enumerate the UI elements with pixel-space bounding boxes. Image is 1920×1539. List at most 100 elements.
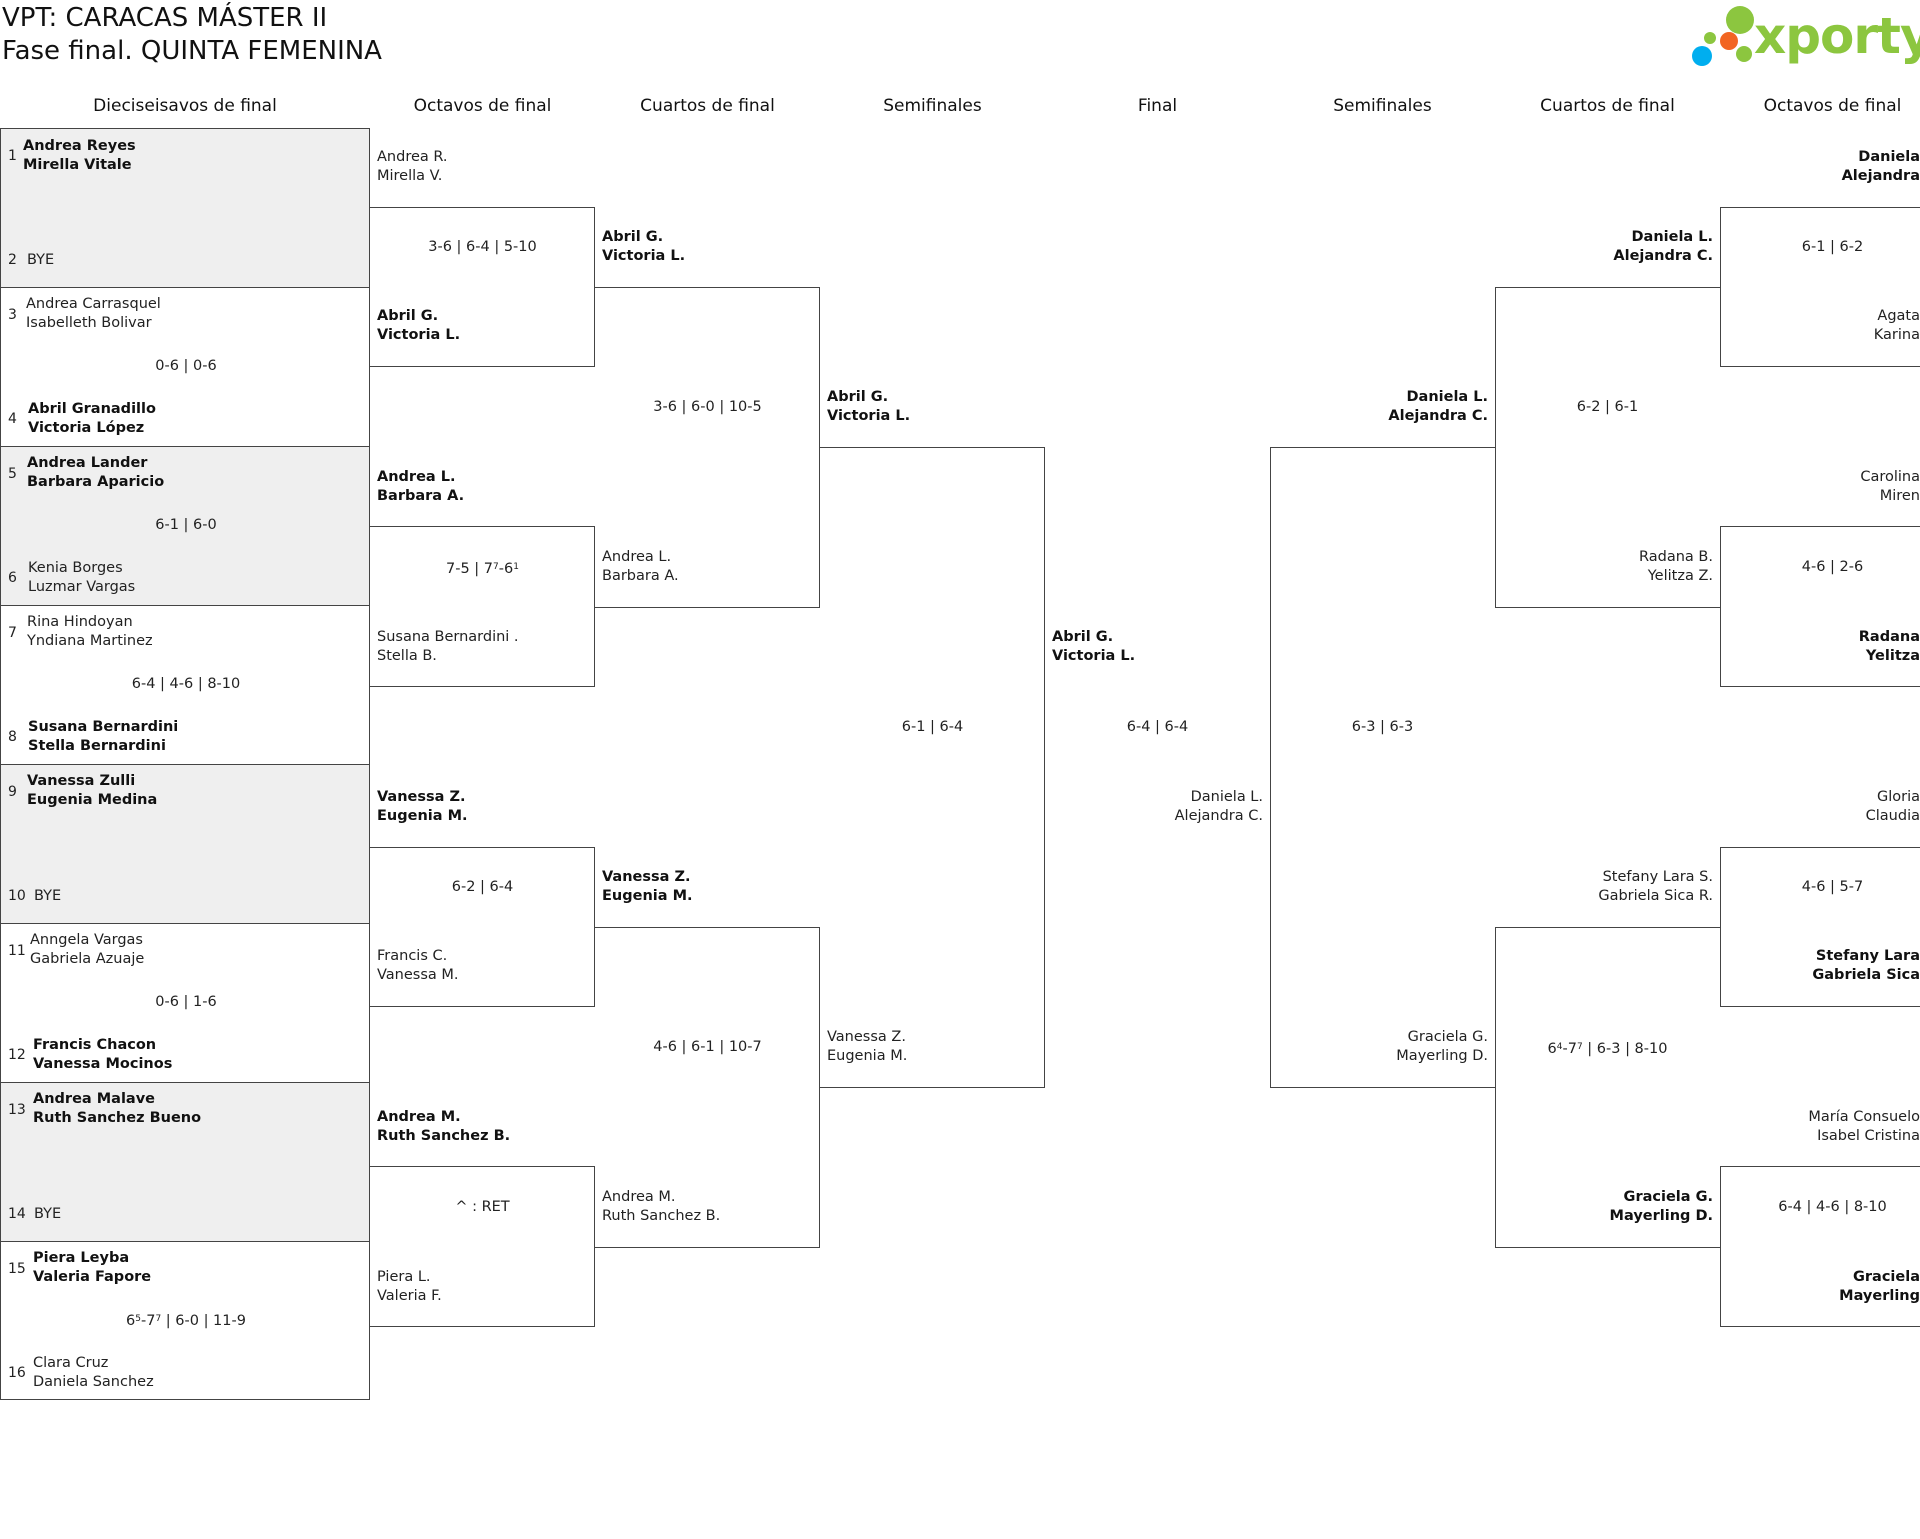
logo-dot-orange xyxy=(1720,32,1738,50)
sf-right-bracket-1 xyxy=(1270,447,1495,1088)
player-name: Carolina xyxy=(1860,469,1920,485)
r16-right-bracket-2 xyxy=(1720,526,1920,687)
player-name: Yndiana Martinez xyxy=(27,633,153,649)
col-header-qf: Cuartos de final xyxy=(640,96,775,116)
player-name: Rina Hindoyan xyxy=(27,614,133,630)
seed-number: 5 xyxy=(8,466,17,482)
match-score: 6-2 | 6-4 xyxy=(451,879,514,895)
r32-match-4: 7 Rina Hindoyan Yndiana Martinez 6-4 | 4… xyxy=(0,605,370,765)
player-name: Victoria L. xyxy=(827,408,911,424)
player-name: Barbara A. xyxy=(377,488,465,504)
player-name: Graciela xyxy=(1853,1269,1920,1285)
col-header-sf: Semifinales xyxy=(883,96,982,116)
player-name: Mayerling xyxy=(1839,1288,1920,1304)
player-name: Karina xyxy=(1873,327,1920,343)
player-name: Gabriela Azuaje xyxy=(30,951,145,967)
player-name: Ruth Sanchez B. xyxy=(602,1208,721,1224)
player-name: Graciela G. xyxy=(1407,1029,1488,1045)
r32-match-3: 5 Andrea Lander Barbara Aparicio 6-1 | 6… xyxy=(0,446,370,606)
player-name: Stefany Lara xyxy=(1815,948,1920,964)
player-name: Eugenia M. xyxy=(377,808,468,824)
player-name: Radana B. xyxy=(1639,549,1713,565)
bye-label: BYE xyxy=(34,888,62,904)
finalist-name: Daniela L. xyxy=(1190,789,1263,805)
xporty-logo: xporty xyxy=(1690,4,1920,70)
seed-number: 14 xyxy=(8,1206,26,1222)
player-name: Andrea M. xyxy=(377,1109,461,1125)
logo-dot-green-small xyxy=(1704,32,1716,44)
seed-number: 11 xyxy=(8,943,26,959)
match-score: 3-6 | 6-4 | 5-10 xyxy=(428,239,537,255)
seed-number: 2 xyxy=(8,252,17,268)
player-name: Claudia xyxy=(1865,808,1920,824)
finalist-name: Alejandra C. xyxy=(1174,808,1263,824)
player-name: Francis C. xyxy=(377,948,448,964)
bye-label: BYE xyxy=(34,1206,62,1222)
qf-bracket-2 xyxy=(595,927,820,1248)
r32-match-1: 1 Andrea Reyes Mirella Vitale 2 BYE xyxy=(0,128,370,288)
player-name: Yelitza Z. xyxy=(1647,568,1713,584)
match-score: 6-1 | 6-4 xyxy=(901,719,964,735)
match-score: 6-4 | 4-6 | 8-10 xyxy=(131,676,241,692)
player-name: Andrea L. xyxy=(377,469,456,485)
page-subtitle: Fase final. QUINTA FEMENINA xyxy=(2,36,382,66)
player-name: Graciela G. xyxy=(1623,1189,1713,1205)
player-name: Alejandra C. xyxy=(1388,408,1488,424)
r16-right-bracket-1 xyxy=(1720,207,1920,367)
match-score: 7-5 | 77-61 xyxy=(446,561,519,577)
player-name: Anngela Vargas xyxy=(30,932,143,948)
match-score: 64-77 | 6-3 | 8-10 xyxy=(1547,1041,1668,1057)
player-name: Stella Bernardini xyxy=(28,738,166,754)
player-name: Luzmar Vargas xyxy=(28,579,136,595)
player-name: Daniela Sanchez xyxy=(33,1374,154,1390)
player-name: Yelitza xyxy=(1865,648,1920,664)
player-name: Alejandra xyxy=(1841,168,1920,184)
match-score: 0-6 | 0-6 xyxy=(155,358,217,374)
player-name: Vanessa Zulli xyxy=(27,773,136,789)
player-name: Eugenia Medina xyxy=(27,792,158,808)
player-name: Daniela xyxy=(1858,149,1920,165)
r32-match-5: 9 Vanessa Zulli Eugenia Medina 10 BYE xyxy=(0,764,370,924)
r32-match-6: 11 Anngela Vargas Gabriela Azuaje 0-6 | … xyxy=(0,923,370,1083)
player-name: Victoria López xyxy=(28,420,145,436)
col-header-r32: Dieciseisavos de final xyxy=(93,96,277,116)
player-name: Radana xyxy=(1858,629,1920,645)
player-name: Daniela L. xyxy=(1631,229,1714,245)
match-score: ^ : RET xyxy=(455,1199,510,1215)
r32-match-7: 13 Andrea Malave Ruth Sanchez Bueno 14 B… xyxy=(0,1082,370,1242)
seed-number: 15 xyxy=(8,1261,26,1277)
logo-dot-green-mid xyxy=(1736,46,1752,62)
player-name: Eugenia M. xyxy=(827,1048,908,1064)
player-name: Vanessa Z. xyxy=(827,1029,906,1045)
player-name: Ruth Sanchez Bueno xyxy=(33,1110,202,1126)
logo-dot-blue xyxy=(1692,46,1712,66)
player-name: Vanessa Z. xyxy=(602,869,691,885)
seed-number: 4 xyxy=(8,411,17,427)
page-title: VPT: CARACAS MÁSTER II xyxy=(2,3,328,33)
player-name: Victoria L. xyxy=(602,248,686,264)
player-name: Isabelleth Bolivar xyxy=(26,315,152,331)
logo-text: xporty xyxy=(1754,7,1920,65)
player-name: Andrea M. xyxy=(602,1189,676,1205)
match-score: 4-6 | 2-6 xyxy=(1801,559,1864,575)
seed-number: 13 xyxy=(8,1102,26,1118)
player-name: Victoria L. xyxy=(377,327,461,343)
seed-number: 3 xyxy=(8,307,17,323)
player-name: Agata xyxy=(1877,308,1920,324)
player-name: Abril G. xyxy=(377,308,439,324)
player-name: Gabriela Sica R. xyxy=(1598,888,1713,904)
player-name: Stefany Lara S. xyxy=(1602,869,1713,885)
player-name: Clara Cruz xyxy=(33,1355,109,1371)
logo-dot-green-large xyxy=(1726,6,1754,34)
match-score: 6-3 | 6-3 xyxy=(1351,719,1414,735)
col-header-qf-right: Cuartos de final xyxy=(1540,96,1675,116)
player-name: Andrea L. xyxy=(602,549,672,565)
match-score: 4-6 | 6-1 | 10-7 xyxy=(653,1039,762,1055)
col-header-r16-right: Octavos de final xyxy=(1763,96,1902,116)
player-name: Valeria Fapore xyxy=(33,1269,152,1285)
player-name: María Consuelo xyxy=(1808,1109,1920,1125)
player-name: Francis Chacon xyxy=(33,1037,157,1053)
r16-right-bracket-3 xyxy=(1720,847,1920,1007)
player-name: Andrea Reyes xyxy=(23,138,136,154)
match-score: 6-2 | 6-1 xyxy=(1576,399,1639,415)
